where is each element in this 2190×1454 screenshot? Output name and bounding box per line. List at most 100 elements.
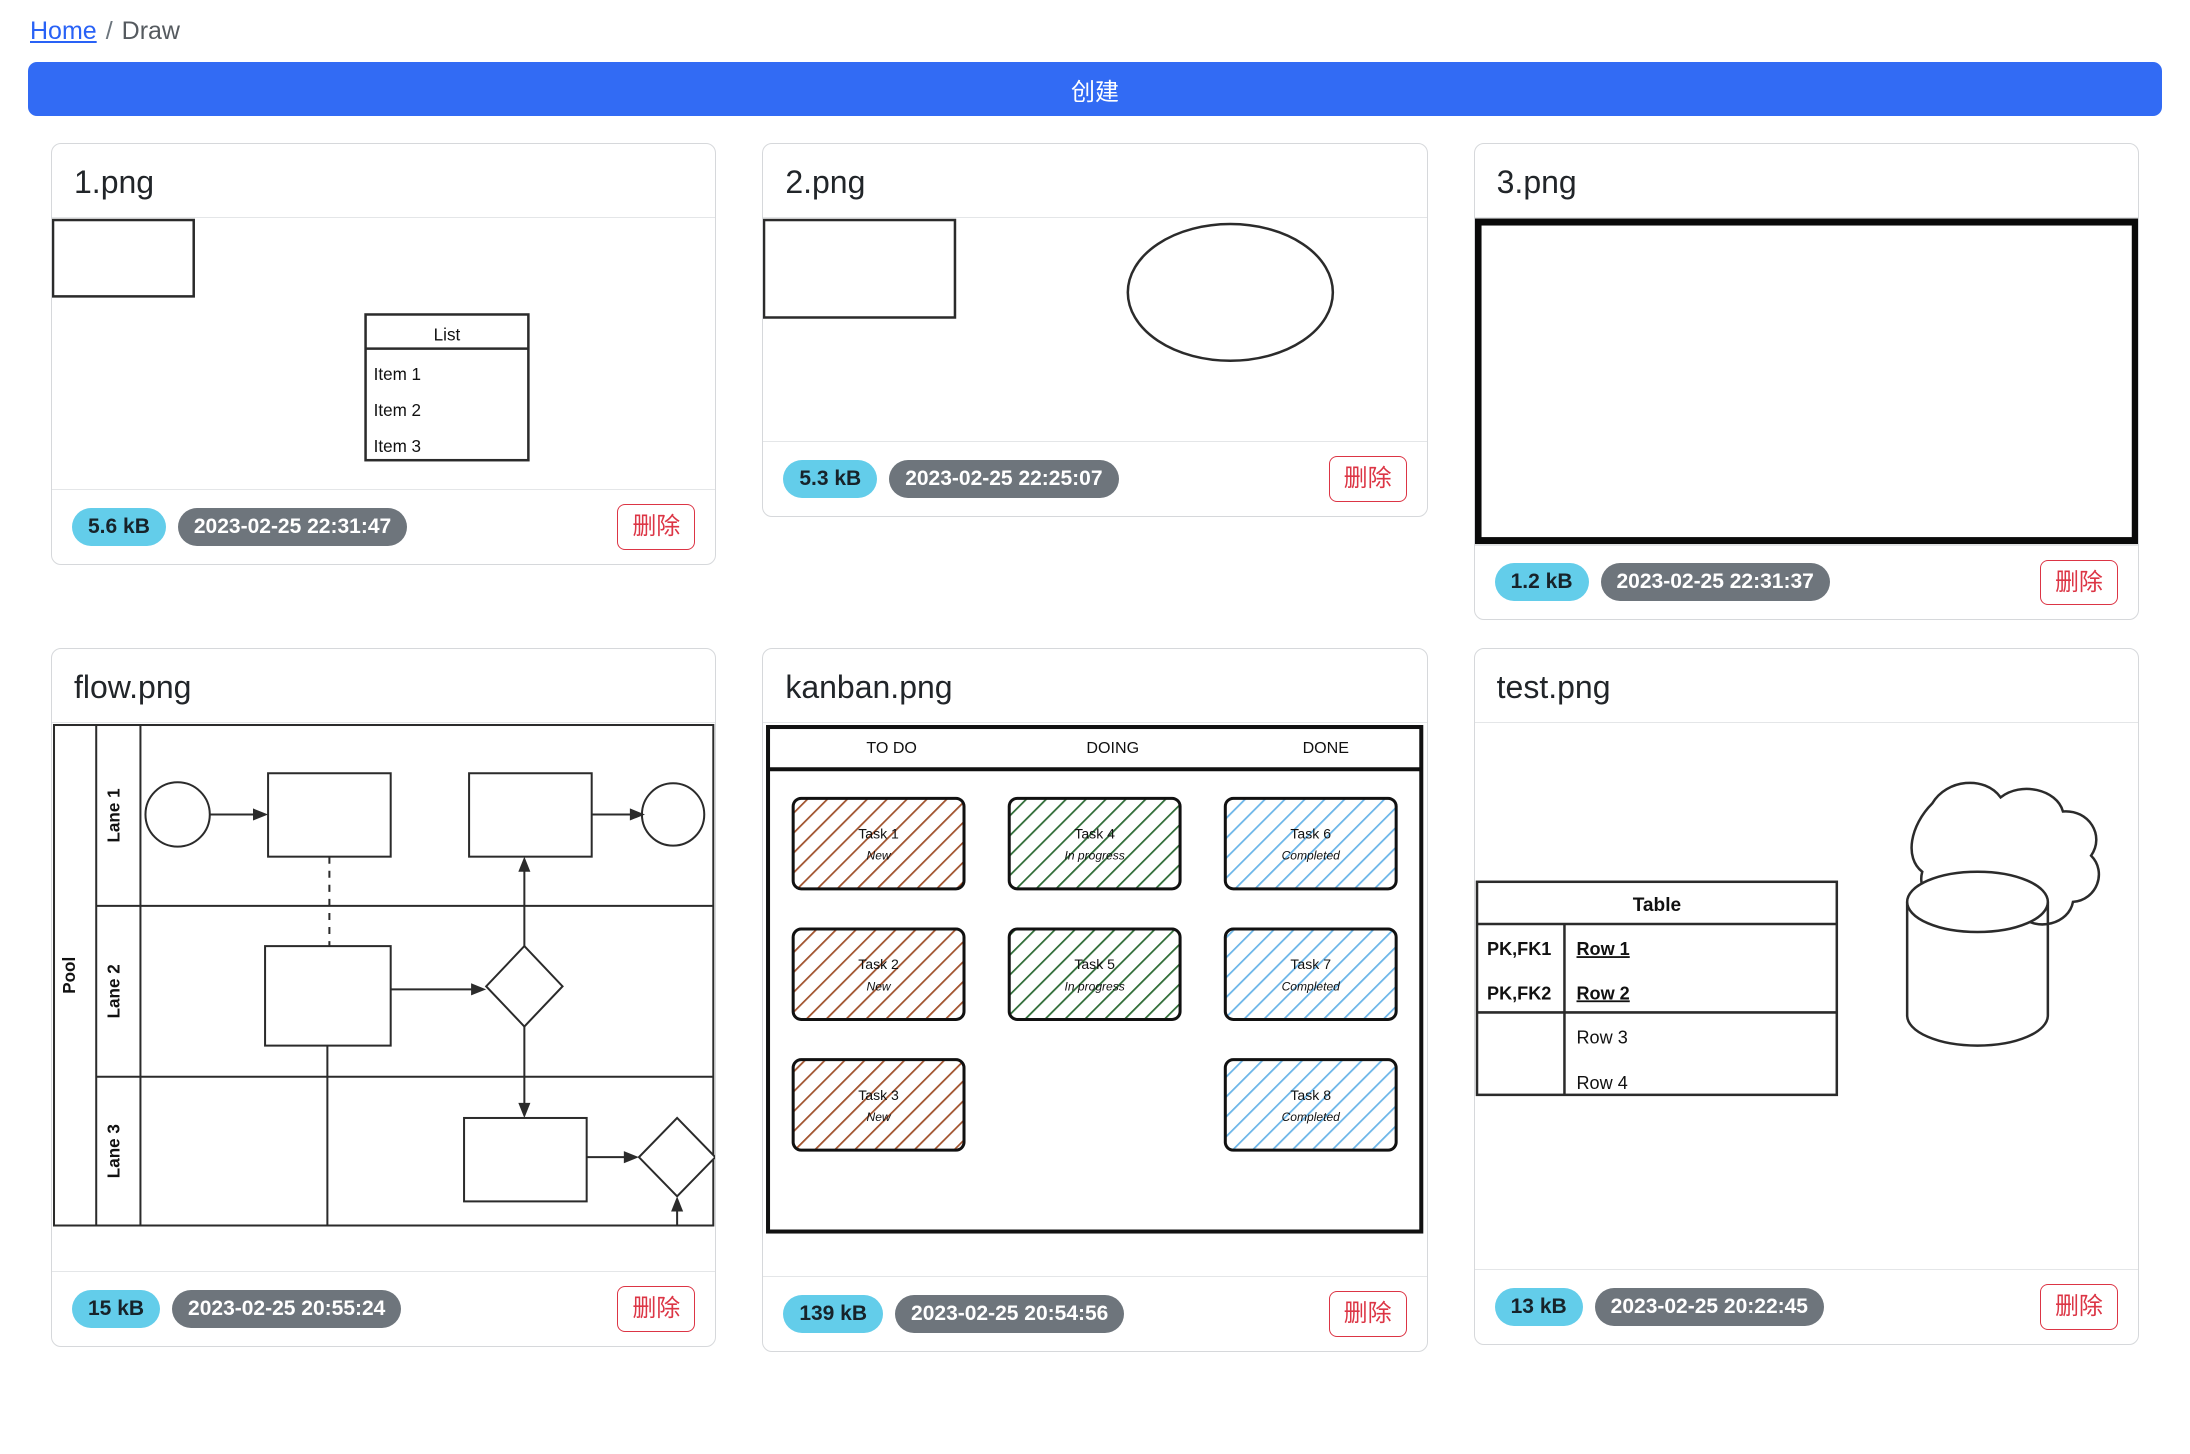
task-node [468, 772, 593, 858]
card-title: test.png [1496, 669, 1611, 706]
grid-column: 1.png List Item 1 Item 2 Item 3 5.6 kB [28, 143, 739, 593]
card-preview[interactable]: TO DO DOING DONE Task 1 New Task 2 New [763, 722, 1427, 1276]
image-card[interactable]: 1.png List Item 1 Item 2 Item 3 5.6 kB [51, 143, 717, 565]
kanban-task-title: Task 8 [1291, 1087, 1332, 1103]
kanban-task-title: Task 1 [859, 826, 900, 842]
er-table-title: Table [1632, 895, 1680, 916]
er-key-cell: PK,FK1 [1487, 939, 1551, 959]
lane-label: Lane 3 [104, 1124, 123, 1178]
card-preview[interactable]: List Item 1 Item 2 Item 3 [52, 217, 716, 490]
kanban-task-status: Completed [1282, 980, 1342, 994]
er-row-cell: Row 4 [1576, 1073, 1627, 1093]
preview-svg-3 [1474, 218, 2138, 545]
arrowhead [623, 1151, 639, 1164]
file-size-badge: 15 kB [72, 1289, 161, 1328]
card-title: 1.png [74, 164, 155, 200]
kanban-card: Task 3 New [791, 1058, 966, 1152]
delete-button[interactable]: 删除 [2039, 559, 2118, 606]
delete-button[interactable]: 删除 [2039, 1283, 2118, 1330]
delete-button[interactable]: 删除 [1328, 456, 1407, 502]
list-item: Item 2 [374, 401, 421, 420]
timestamp-badge: 2023-02-25 20:54:56 [895, 1294, 1125, 1333]
card-title: 3.png [1496, 164, 1577, 200]
kanban-task-title: Task 5 [1075, 956, 1116, 972]
grid-column: flow.png Pool Lane 1 [28, 648, 739, 1374]
card-preview[interactable]: Table PK,FK1 PK,FK2 Row 1 Row 2 Row 3 Ro… [1474, 722, 2138, 1269]
file-size-badge: 5.6 kB [72, 508, 166, 547]
kanban-task-title: Task 6 [1291, 826, 1332, 842]
list-title: List [434, 326, 461, 345]
card-footer: 139 kB 2023-02-25 20:54:56 删除 [763, 1275, 1427, 1351]
task-node [264, 945, 392, 1047]
card-preview[interactable] [763, 217, 1427, 442]
arrowhead [518, 856, 531, 872]
preview-svg-1: List Item 1 Item 2 Item 3 [52, 218, 530, 462]
preview-svg-kanban: TO DO DOING DONE Task 1 New Task 2 New [766, 725, 1424, 1234]
kanban-card: Task 4 In progress [1008, 797, 1182, 891]
create-button[interactable]: 创建 [28, 62, 2162, 116]
list-item: Item 1 [374, 365, 421, 384]
task-node [463, 1117, 588, 1203]
card-footer: 5.6 kB 2023-02-25 22:31:47 删除 [52, 489, 716, 564]
grid-column: 3.png 1.2 kB 2023-02-25 22:31:37 删除 [1451, 143, 2162, 648]
timestamp-badge: 2023-02-25 20:22:45 [1594, 1287, 1824, 1326]
end-event-node [640, 782, 706, 847]
image-card[interactable]: 3.png 1.2 kB 2023-02-25 22:31:37 删除 [1473, 143, 2139, 621]
kanban-task-title: Task 3 [859, 1087, 900, 1103]
card-footer: 13 kB 2023-02-25 20:22:45 删除 [1474, 1268, 2138, 1344]
database-cylinder [1905, 870, 2049, 1048]
delete-button[interactable]: 删除 [1328, 1290, 1407, 1337]
gateway-node [637, 1116, 716, 1199]
er-row-cell: Row 1 [1576, 939, 1629, 959]
file-size-badge: 5.3 kB [783, 459, 878, 498]
kanban-column-header: TO DO [867, 739, 918, 757]
timestamp-badge: 2023-02-25 22:25:07 [889, 459, 1119, 498]
task-node [267, 772, 392, 858]
arrowhead [518, 1103, 531, 1119]
card-title: 2.png [785, 164, 866, 200]
delete-button[interactable]: 删除 [617, 1285, 696, 1332]
arrowhead [671, 1196, 684, 1212]
file-size-badge: 13 kB [1494, 1287, 1583, 1326]
pool-label: Pool [60, 957, 79, 994]
kanban-task-title: Task 4 [1075, 826, 1116, 842]
breadcrumb: Home / Draw [0, 0, 2190, 48]
kanban-card: Task 7 Completed [1224, 927, 1398, 1022]
kanban-task-status: In progress [1065, 980, 1125, 994]
image-card[interactable]: flow.png Pool Lane 1 [51, 648, 717, 1347]
kanban-card: Task 8 Completed [1224, 1058, 1398, 1152]
preview-svg-2 [763, 218, 1335, 362]
list-item: Item 3 [374, 437, 421, 456]
delete-button[interactable]: 删除 [617, 504, 696, 550]
card-preview[interactable] [1474, 217, 2138, 545]
timestamp-badge: 2023-02-25 22:31:37 [1600, 563, 1830, 602]
image-card[interactable]: test.png [1473, 648, 2139, 1345]
kanban-task-status: New [867, 849, 892, 863]
kanban-task-title: Task 2 [859, 956, 900, 972]
kanban-task-status: New [867, 980, 892, 994]
grid-column: kanban.png [739, 648, 1450, 1379]
er-row-cell: Row 2 [1576, 984, 1629, 1004]
preview-svg-flow: Pool Lane 1 Lane 2 Lane 3 [53, 724, 716, 1227]
kanban-task-title: Task 7 [1291, 956, 1332, 972]
create-button-wrapper: 创建 [0, 48, 2190, 116]
card-footer: 15 kB 2023-02-25 20:55:24 删除 [52, 1270, 716, 1346]
arrowhead [471, 983, 487, 996]
lane-label: Lane 2 [104, 965, 123, 1019]
er-table [1475, 880, 1838, 1097]
file-size-badge: 139 kB [783, 1294, 884, 1333]
image-card[interactable]: kanban.png [762, 648, 1428, 1352]
grid-column: 2.png 5.3 kB 2023-02-25 22:25:07 删除 [739, 143, 1450, 545]
card-footer: 5.3 kB 2023-02-25 22:25:07 删除 [763, 441, 1427, 516]
breadcrumb-current: Draw [121, 16, 180, 45]
breadcrumb-separator: / [105, 16, 113, 45]
arrowhead [629, 808, 645, 821]
er-key-cell: PK,FK2 [1487, 984, 1551, 1004]
kanban-task-status: New [867, 1110, 892, 1124]
card-preview[interactable]: Pool Lane 1 Lane 2 Lane 3 [52, 722, 716, 1271]
image-card-grid: 1.png List Item 1 Item 2 Item 3 5.6 kB [0, 116, 2190, 1380]
timestamp-badge: 2023-02-25 22:31:47 [177, 508, 408, 547]
kanban-card: Task 1 New [791, 797, 966, 891]
image-card[interactable]: 2.png 5.3 kB 2023-02-25 22:25:07 删除 [762, 143, 1428, 517]
breadcrumb-home-link[interactable]: Home [30, 16, 97, 45]
